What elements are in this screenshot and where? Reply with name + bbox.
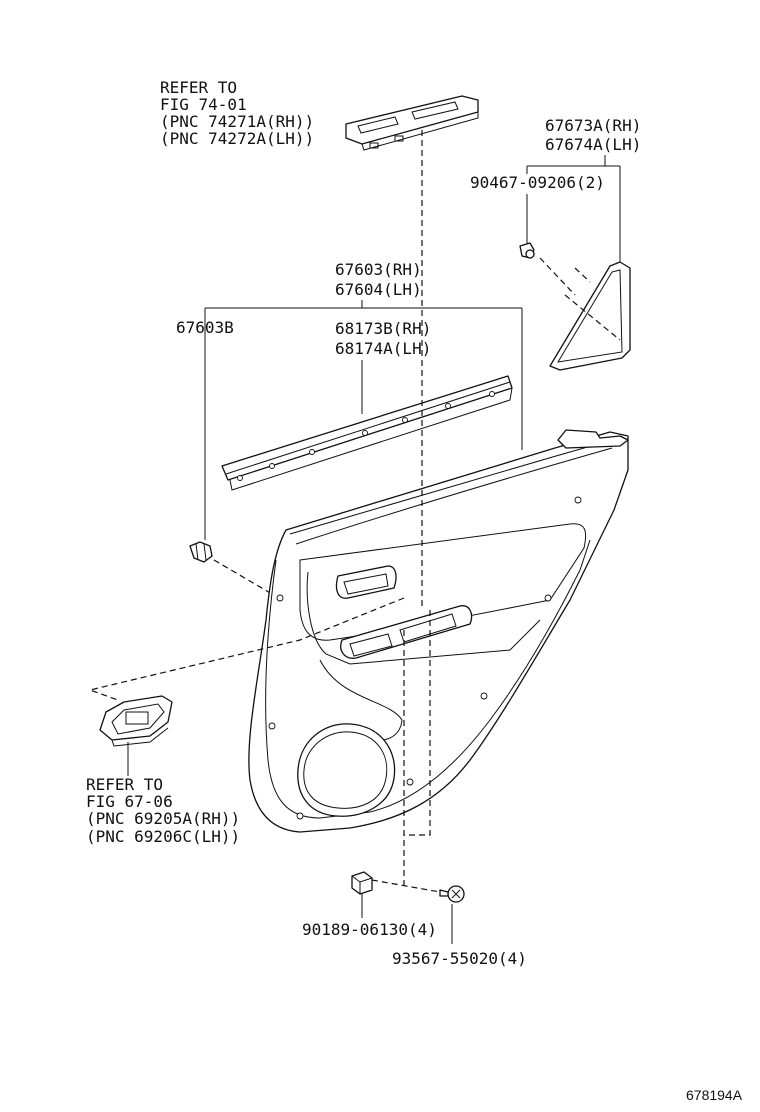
garnish-label: 67673A(RH) 67674A(LH) [545, 116, 641, 154]
nut-label: 90189-06130(4) [302, 920, 437, 939]
refer-bottom-line-2: FIG 67-06 [86, 792, 173, 811]
inside-door-handle [99, 695, 173, 747]
refer-top-line-3: (PNC 74271A(RH)) [160, 112, 314, 131]
refer-label-handle: REFER TO FIG 67-06 (PNC 69205A(RH)) (PNC… [86, 775, 240, 846]
weatherstrip-lh: 68174A(LH) [335, 339, 431, 358]
refer-top-line-4: (PNC 74272A(LH)) [160, 129, 314, 148]
door-board-label: 67603(RH) 67604(LH) [335, 260, 422, 299]
board-lh: 67604(LH) [335, 280, 422, 299]
refer-top-line-1: REFER TO [160, 78, 237, 97]
power-window-switch [345, 95, 479, 151]
door-trim-board [248, 429, 629, 833]
weatherstrip-rh: 68173B(RH) [335, 319, 431, 338]
garnish-rh: 67673A(RH) [545, 116, 641, 135]
refer-top-line-2: FIG 74-01 [160, 95, 247, 114]
garnish-clip [519, 242, 535, 259]
screw-label: 93567-55020(4) [392, 949, 527, 968]
garnish-lh: 67674A(LH) [545, 135, 641, 154]
door-weatherstrip [221, 375, 513, 491]
rear-door-garnish [539, 257, 631, 371]
clip-garnish-label: 90467-09206(2) [470, 173, 605, 192]
refer-bottom-line-1: REFER TO [86, 775, 163, 794]
clip-board-label: 67603B [176, 318, 234, 337]
board-rh: 67603(RH) [335, 260, 422, 279]
tapping-screw [439, 885, 465, 903]
clip-nut [351, 871, 373, 895]
refer-bottom-line-3: (PNC 69205A(RH)) [86, 809, 240, 828]
board-clip [189, 541, 213, 563]
weatherstrip-label: 68173B(RH) 68174A(LH) [335, 319, 431, 358]
refer-bottom-line-4: (PNC 69206C(LH)) [86, 827, 240, 846]
figure-id: 678194A [686, 1087, 743, 1103]
refer-label-switch: REFER TO FIG 74-01 (PNC 74271A(RH)) (PNC… [160, 78, 314, 148]
